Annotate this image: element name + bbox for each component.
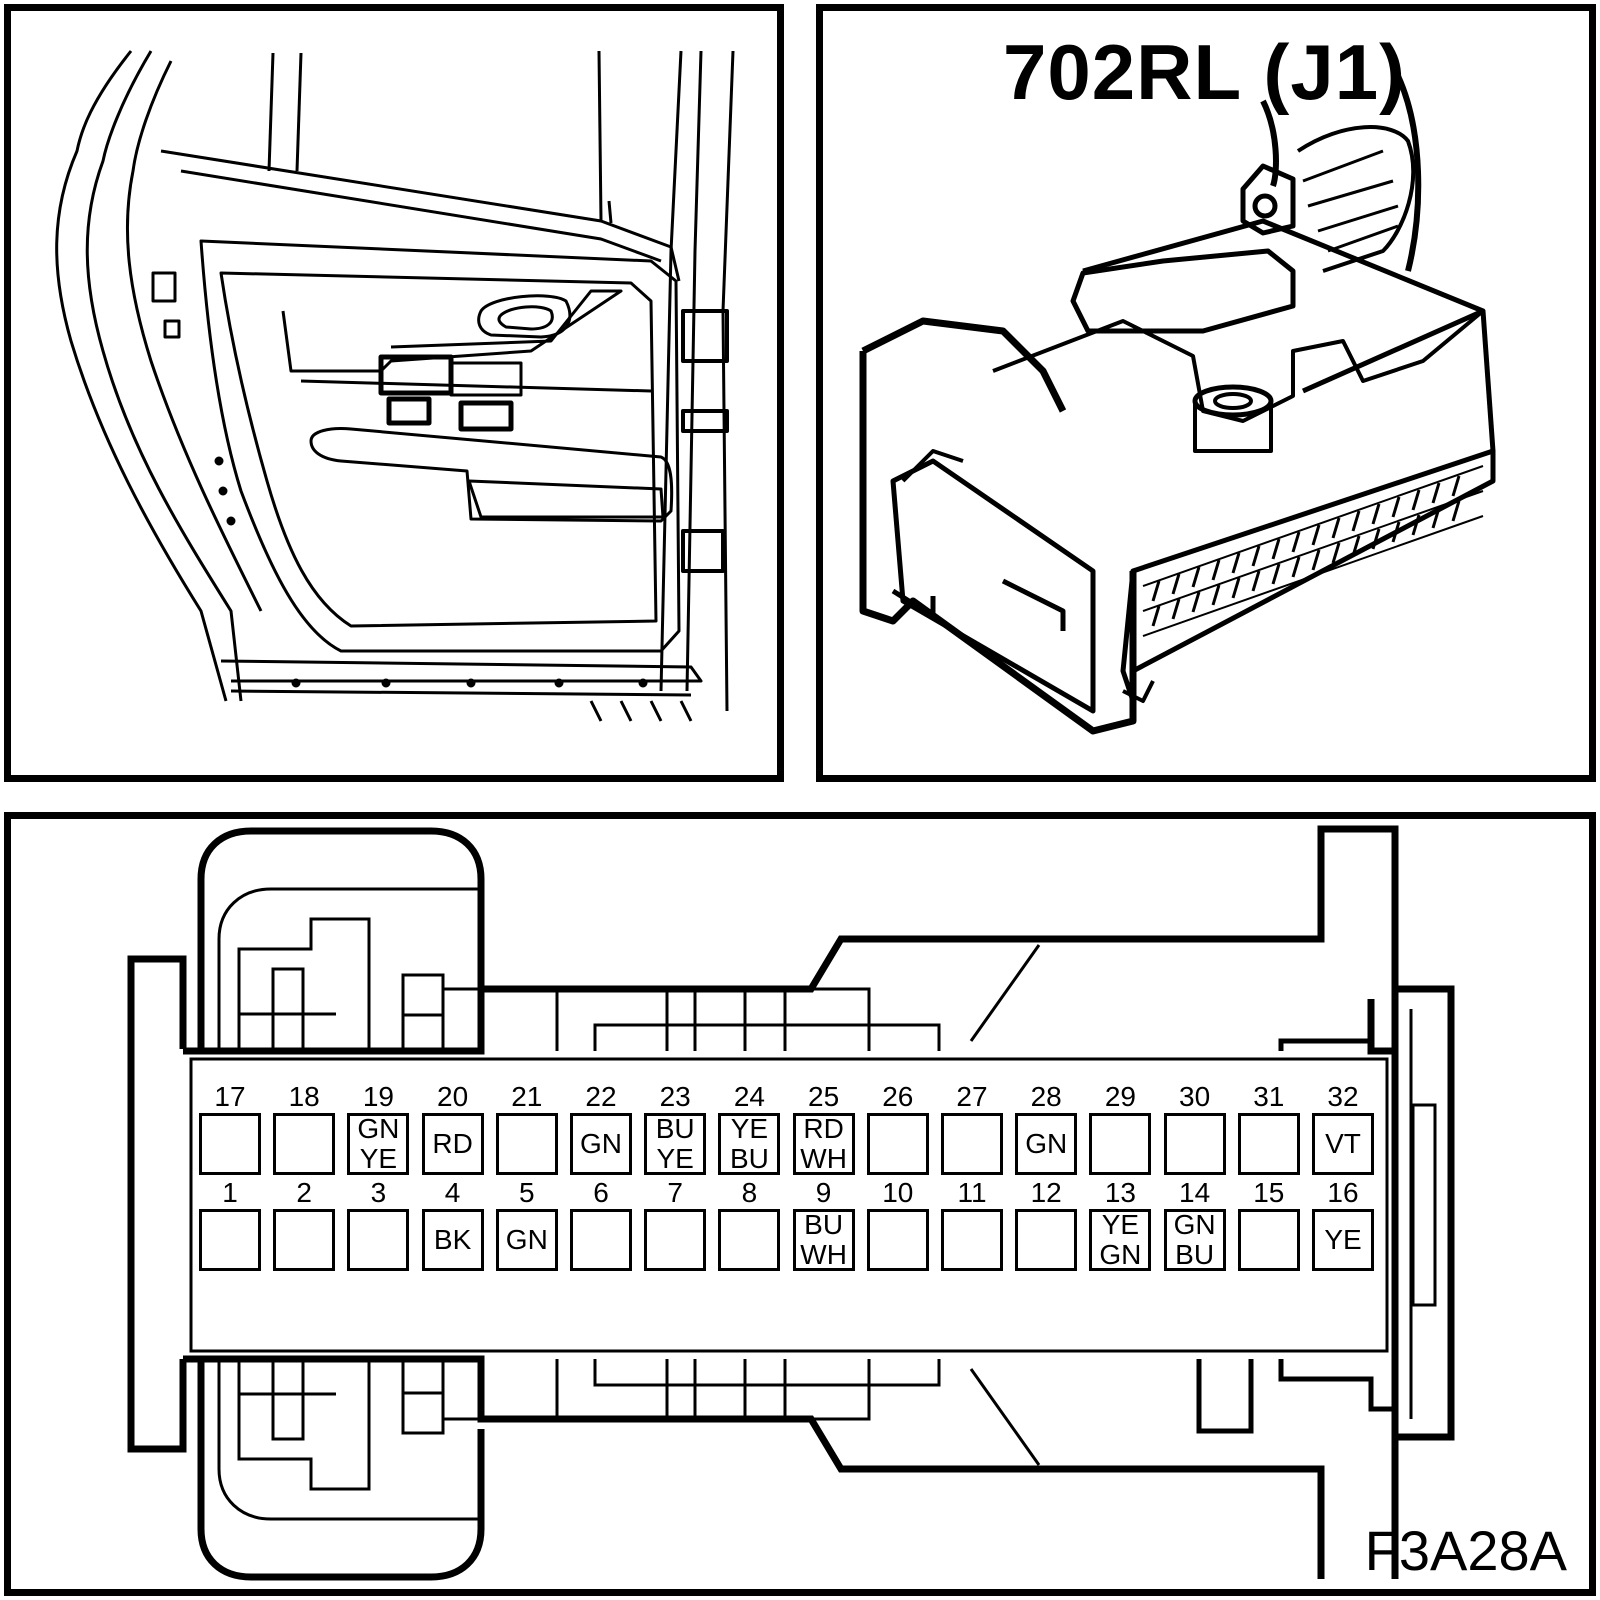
rear-door-drawing [55, 50, 735, 722]
pin-number: 19 [362, 1081, 394, 1112]
pin-cavity: BK [421, 1209, 484, 1271]
pin-cavity: YE [1312, 1209, 1374, 1271]
pin-number: 8 [741, 1177, 758, 1208]
connector-face-outline [127, 825, 1455, 1581]
pin-cavity [718, 1209, 781, 1271]
wire-color-primary: GN [505, 1224, 548, 1255]
pin-cavity [199, 1113, 261, 1175]
pin-number: 27 [956, 1081, 988, 1112]
wire-color-primary: GN [1173, 1209, 1216, 1240]
pin-number: 10 [882, 1177, 914, 1208]
wire-color-primary: VT [1325, 1128, 1361, 1159]
pin-number: 2 [296, 1177, 312, 1208]
wire-color-primary: YE [1101, 1209, 1140, 1240]
pin-number: 31 [1253, 1081, 1285, 1112]
pin-cavity [495, 1113, 558, 1175]
pin-number: 17 [214, 1081, 246, 1112]
pin-number: 22 [585, 1081, 617, 1112]
pin-cavity [1015, 1209, 1078, 1271]
pin-cavity: GN [1015, 1113, 1078, 1175]
pin-cavity [1163, 1113, 1226, 1175]
pin-number: 6 [593, 1177, 609, 1208]
wire-color-primary: YE [730, 1113, 769, 1144]
wire-color-primary: YE [1324, 1224, 1362, 1255]
pin-cavity [1237, 1113, 1300, 1175]
pin-cavity [199, 1209, 261, 1271]
connector-illustration-panel: 702RL (J1) [816, 4, 1596, 782]
pin-cavity: VT [1312, 1113, 1374, 1175]
pin-number: 23 [659, 1081, 691, 1112]
pin-number: 15 [1253, 1177, 1285, 1208]
pin-number: 32 [1327, 1081, 1359, 1112]
wire-color-primary: GN [580, 1128, 622, 1159]
pin-number: 16 [1327, 1177, 1359, 1208]
pin-cavity [941, 1113, 1003, 1175]
wire-color-secondary: BU [729, 1143, 769, 1174]
pin-number: 14 [1179, 1177, 1211, 1208]
connector-drawing [859, 74, 1496, 735]
pin-number: 5 [519, 1177, 535, 1208]
wire-color-primary: GN [357, 1113, 400, 1144]
connector-title: 702RL (J1) [1003, 28, 1407, 116]
wire-color-secondary: BU [1175, 1239, 1215, 1270]
wire-color-secondary: YE [656, 1143, 694, 1174]
pin-cavity [941, 1209, 1003, 1271]
pin-cavity [347, 1209, 410, 1271]
pin-cavity [1237, 1209, 1300, 1271]
pin-cavity [644, 1209, 707, 1271]
pin-number: 29 [1104, 1081, 1136, 1112]
pin-cavity: GN [495, 1209, 558, 1271]
wire-color-secondary: WH [800, 1143, 847, 1174]
pin-number: 28 [1030, 1081, 1062, 1112]
pin-number: 30 [1179, 1081, 1211, 1112]
wire-color-primary: RD [432, 1128, 473, 1159]
pin-number: 9 [815, 1177, 832, 1208]
door-illustration-panel [4, 4, 784, 782]
pin-cavity [273, 1209, 336, 1271]
pin-number: 11 [957, 1177, 987, 1208]
pin-number: 18 [288, 1081, 320, 1112]
pin-cavity: RD [421, 1113, 484, 1175]
pin-cavity [1089, 1113, 1152, 1175]
pin-number: 13 [1104, 1177, 1136, 1208]
pin-cavity [866, 1209, 929, 1271]
pin-number: 4 [444, 1177, 461, 1208]
pin-number: 12 [1030, 1177, 1062, 1208]
pin-number: 26 [882, 1081, 914, 1112]
wire-color-primary: RD [803, 1113, 844, 1144]
pin-number: 21 [511, 1081, 543, 1112]
wire-color-primary: BU [655, 1113, 695, 1144]
pin-number: 25 [808, 1081, 840, 1112]
wire-color-primary: BU [804, 1209, 844, 1240]
wire-color-primary: GN [1025, 1128, 1068, 1159]
pin-number: 1 [222, 1177, 238, 1208]
wire-color-secondary: YE [359, 1143, 398, 1174]
wire-color-primary: BK [433, 1224, 472, 1255]
pin-number: 3 [370, 1177, 387, 1208]
pin-cavity [273, 1113, 336, 1175]
wire-color-secondary: WH [800, 1239, 847, 1270]
figure-code: F3A28A [1364, 1519, 1567, 1582]
pin-number: 7 [667, 1177, 683, 1208]
pin-number: 24 [733, 1081, 765, 1112]
pin-cavity [866, 1113, 929, 1175]
wire-color-secondary: GN [1099, 1239, 1142, 1270]
pin-cavity: GN [570, 1113, 632, 1175]
pin-cavity [570, 1209, 632, 1271]
pin-number: 20 [437, 1081, 469, 1112]
